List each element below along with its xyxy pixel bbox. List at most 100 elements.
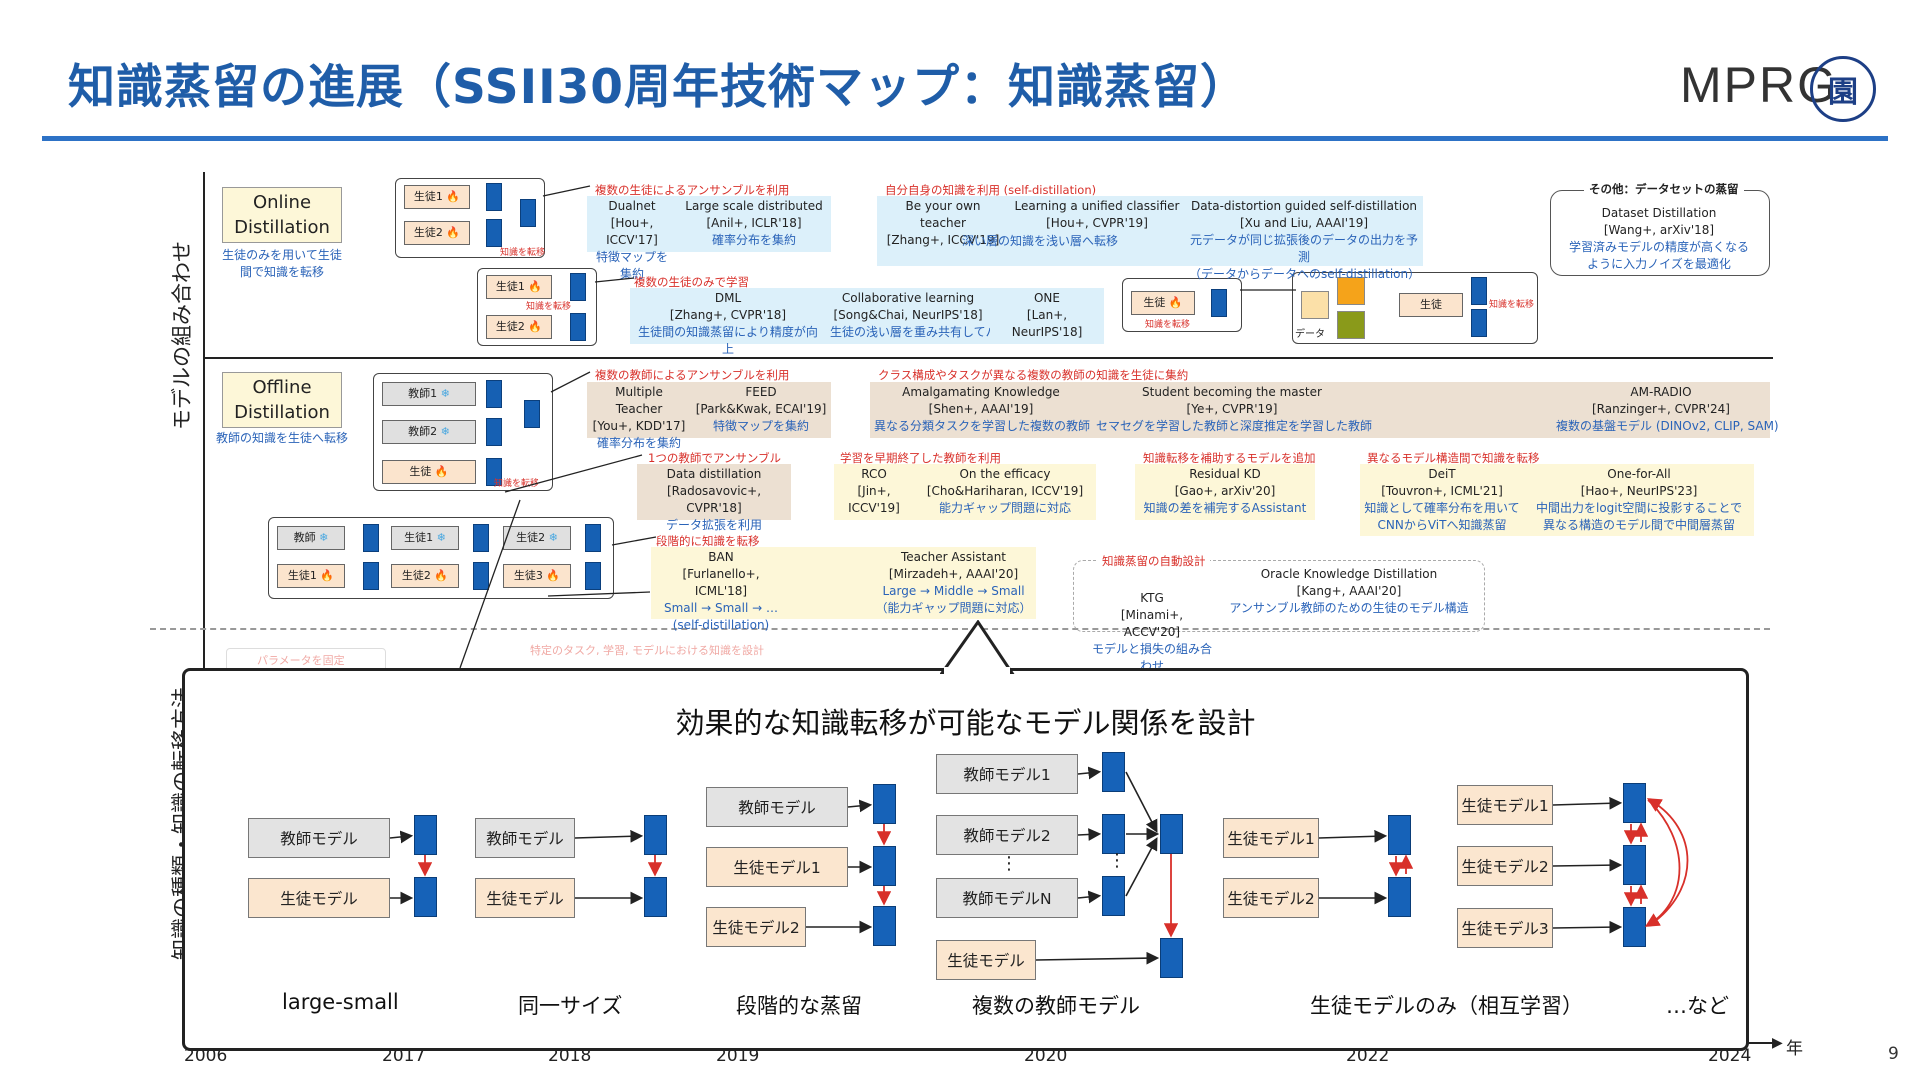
- group-title-heterogeneous-teachers: クラス構成やタスクが異なる複数の教師の知識を生徒に集約: [878, 368, 1189, 382]
- ref-teacher-assistant: Teacher Assistant [Mirzadeh+, AAAI'20] L…: [791, 547, 1036, 619]
- ref-cite: [You+, KDD'17]: [592, 419, 686, 433]
- ref-cite: [Ye+, CVPR'19]: [1186, 402, 1278, 416]
- group-title-teacher-ensemble: 複数の教師によるアンサンブルを利用: [595, 368, 790, 382]
- ref-note: 知識の差を補完するAssistant: [1143, 501, 1307, 515]
- ref-note-2: （能力ギャップ問題に対応）: [875, 601, 1032, 615]
- ref-cite: [Ranzinger+, CVPR'24]: [1592, 402, 1730, 416]
- ref-cite: [Xu and Liu, AAAI'19]: [1239, 216, 1369, 230]
- year-tick: 2018: [548, 1046, 592, 1066]
- popup-student2-box: 生徒モデル2: [706, 907, 806, 947]
- popup-block: [873, 784, 896, 824]
- fire-icon: 🔥: [446, 226, 461, 239]
- popup-title: 効果的な知識転移が可能なモデル関係を設計: [675, 706, 1256, 740]
- ref-collaborative-learning: Collaborative learning [Song&Chai, NeurI…: [826, 288, 1093, 344]
- popup-student1-box: 生徒モデル1: [1457, 785, 1553, 825]
- snowflake-icon: ❄: [436, 531, 446, 544]
- mini-diagram-data-distortion: 生徒 データ 知識を転移: [1292, 272, 1538, 344]
- fire-icon: 🔥: [1168, 296, 1183, 309]
- ref-be-your-own-teacher: Be your own teacher [Zhang+, ICCV'19]: [877, 196, 1009, 266]
- mini-diagram-teacher-ensemble: 教師1 ❄ 教師2 ❄ 生徒 🔥 知識を転移: [373, 373, 553, 491]
- ref-note-2: ように入力ノイズを最適化: [1587, 257, 1731, 271]
- ref-name: Collaborative learning: [841, 291, 975, 305]
- connector-line: [611, 536, 657, 546]
- popup-vdots: ⋮: [1108, 850, 1126, 871]
- online-distillation-label: Online Distillation: [222, 187, 342, 243]
- fire-icon: 🔥: [446, 190, 461, 203]
- popup-label-staged: 段階的な蒸留: [736, 994, 862, 1018]
- year-tick: 2024: [1708, 1046, 1752, 1066]
- ref-cite: [Kang+, AAAI'20]: [1296, 584, 1402, 598]
- ref-note: アンサンブル教師のための生徒のモデル構造: [1229, 601, 1469, 615]
- group-title-single-teacher-ensemble: 1つの教師でアンサンブル: [648, 451, 782, 465]
- popup-teacher-box: 教師モデル: [475, 818, 575, 858]
- popup-block: [873, 906, 896, 946]
- popup-student1-box: 生徒モデル1: [1223, 818, 1319, 858]
- ref-note: 能力ギャップ問題に対応: [938, 501, 1071, 515]
- group-title-student-ensemble: 複数の生徒によるアンサンブルを利用: [595, 183, 790, 197]
- title-rule: [42, 136, 1888, 141]
- mini-diagram-students-only: 生徒1 🔥 生徒2 🔥 知識を転移: [477, 268, 597, 346]
- group-title-auto-design: 知識蒸留の自動設計: [1098, 553, 1210, 569]
- popup-block: [1102, 814, 1125, 854]
- group-title-students-only: 複数の生徒のみで学習: [634, 275, 749, 289]
- ref-cite: [Lan+, NeurIPS'18]: [1011, 308, 1083, 339]
- ref-note: 元データが同じ拡張後のデータの出力を予測: [1189, 233, 1418, 264]
- group-title-early-stopped-teacher: 学習を早期終了した教師を利用: [840, 451, 1001, 465]
- popup-student2-box: 生徒モデル2: [1457, 846, 1553, 886]
- ref-name: Dualnet: [608, 199, 656, 213]
- ref-note: Small → Small → …: [663, 601, 779, 615]
- ref-am-radio: AM-RADIO [Ranzinger+, CVPR'24] 複数の基盤モデル …: [1372, 382, 1779, 438]
- mini-student2: 生徒2: [401, 569, 431, 582]
- ref-note: データ拡張を利用: [665, 518, 762, 532]
- fire-icon: 🔥: [434, 465, 449, 478]
- ref-name: DML: [714, 291, 742, 305]
- mini-student2: 生徒2: [495, 320, 525, 333]
- ref-name: Learning a unified classifier: [1014, 199, 1180, 213]
- fire-icon: 🔥: [528, 320, 543, 333]
- ref-feed: FEED [Park&Kwak, ECAI'19] 特徴マップを集約: [691, 382, 831, 438]
- mini-teacher1: 教師1: [408, 387, 438, 400]
- page-number: 9: [1888, 1044, 1899, 1064]
- ref-cite: [Anil+, ICLR'18]: [706, 216, 802, 230]
- ref-note: 中間出力をlogit空間に投影することで: [1536, 501, 1742, 515]
- ref-rco: RCO [Jin+, ICCV'19]: [834, 464, 914, 520]
- connector-line: [542, 185, 591, 197]
- ref-name: AM-RADIO: [1630, 385, 1692, 399]
- ref-ban: BAN [Furlanello+, ICML'18] Small → Small…: [651, 547, 791, 632]
- mini-data-label: データ: [1295, 329, 1325, 340]
- ref-one-for-all: One-for-All [Hao+, NeurIPS'23] 中間出力をlogi…: [1524, 464, 1754, 536]
- ref-name: DeiT: [1428, 467, 1456, 481]
- year-tick: 2020: [1024, 1046, 1068, 1066]
- x-axis-arrow-icon: ▶: [1772, 1035, 1783, 1051]
- group-title-staged-transfer: 段階的に知識を転移: [656, 534, 760, 548]
- ref-name: Multiple Teacher: [615, 385, 663, 416]
- popup-label-etc: …など: [1666, 994, 1729, 1018]
- mini-teacher2: 教師2: [408, 425, 438, 438]
- popup-student-box: 生徒モデル: [936, 940, 1036, 980]
- ref-cite: [Cho&Hariharan, ICCV'19]: [926, 484, 1084, 498]
- snowflake-icon: ❄: [548, 531, 558, 544]
- popup-block: [1160, 814, 1183, 854]
- mini-student: 生徒: [1420, 298, 1442, 311]
- popup-block: [414, 815, 437, 855]
- ref-name: ONE: [1033, 291, 1060, 305]
- ref-name: Data-distortion guided self-distillation: [1190, 199, 1418, 213]
- ref-name: BAN: [708, 550, 734, 564]
- mini-transfer-label: 知識を転移: [1489, 300, 1535, 310]
- popup-student3-box: 生徒モデル3: [1457, 908, 1553, 948]
- mini-student3: 生徒3: [513, 569, 543, 582]
- mini-transfer-label: 知識を転移: [500, 248, 546, 258]
- specific-knowledge-title: 特定のタスク, 学習, モデルにおける知識を設計: [530, 644, 764, 657]
- page-title: 知識蒸留の進展（SSII30周年技術マップ：知識蒸留）: [68, 60, 1248, 115]
- row-divider-1: [203, 357, 1773, 359]
- ref-data-distortion: Data-distortion guided self-distillation…: [1185, 196, 1423, 281]
- popup-block: [644, 877, 667, 917]
- mini-student1: 生徒1: [287, 569, 317, 582]
- popup-block: [1102, 752, 1125, 792]
- ref-cite: [Radosavovic+, CVPR'18]: [666, 484, 762, 515]
- ref-note: 特徴マップを集約: [595, 250, 668, 281]
- ref-amalgamating-knowledge: Amalgamating Knowledge [Shen+, AAAI'19] …: [870, 382, 1092, 438]
- ref-name: Student becoming the master: [1142, 385, 1322, 399]
